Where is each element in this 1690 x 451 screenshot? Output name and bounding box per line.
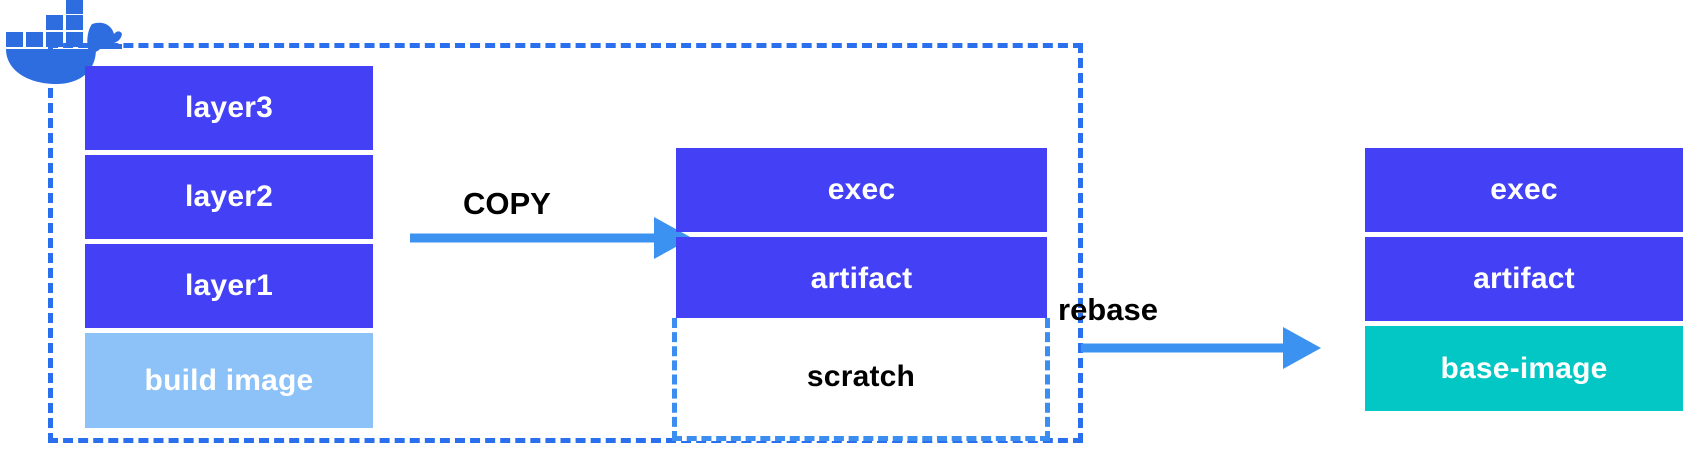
layer-box-layer1[interactable]: layer1 (85, 244, 373, 328)
layer-box-build-image[interactable]: build image (85, 333, 373, 428)
copy-arrow-shaft (410, 233, 654, 243)
build-context-dashed-frame (48, 43, 1083, 443)
layer-label: artifact (810, 262, 913, 295)
layer-label: exec (1490, 173, 1558, 206)
layer-label: layer2 (185, 180, 273, 213)
layer-label: layer3 (185, 91, 273, 124)
layer-box-exec-middle[interactable]: exec (676, 148, 1047, 232)
layer-label: scratch (806, 360, 916, 393)
layer-label: base-image (1440, 351, 1608, 385)
copy-arrow-label: COPY (463, 186, 551, 221)
rebase-arrow-head (1283, 327, 1321, 369)
layer-box-layer2[interactable]: layer2 (85, 155, 373, 239)
layer-box-artifact-middle[interactable]: artifact (676, 237, 1047, 321)
layer-box-layer3[interactable]: layer3 (85, 66, 373, 150)
docker-whale-logo (0, 0, 122, 84)
layer-box-base-image[interactable]: base-image (1365, 326, 1683, 411)
layer-label: exec (827, 173, 896, 206)
rebase-arrow-label: rebase (1058, 292, 1158, 327)
layer-label: build image (144, 363, 314, 397)
layer-box-exec-final[interactable]: exec (1365, 148, 1683, 232)
layer-label: layer1 (185, 269, 273, 302)
layer-box-scratch[interactable]: scratch (672, 318, 1050, 441)
layer-box-artifact-final[interactable]: artifact (1365, 237, 1683, 321)
layer-label: artifact (1473, 262, 1575, 295)
rebase-arrow-shaft (1081, 343, 1283, 353)
